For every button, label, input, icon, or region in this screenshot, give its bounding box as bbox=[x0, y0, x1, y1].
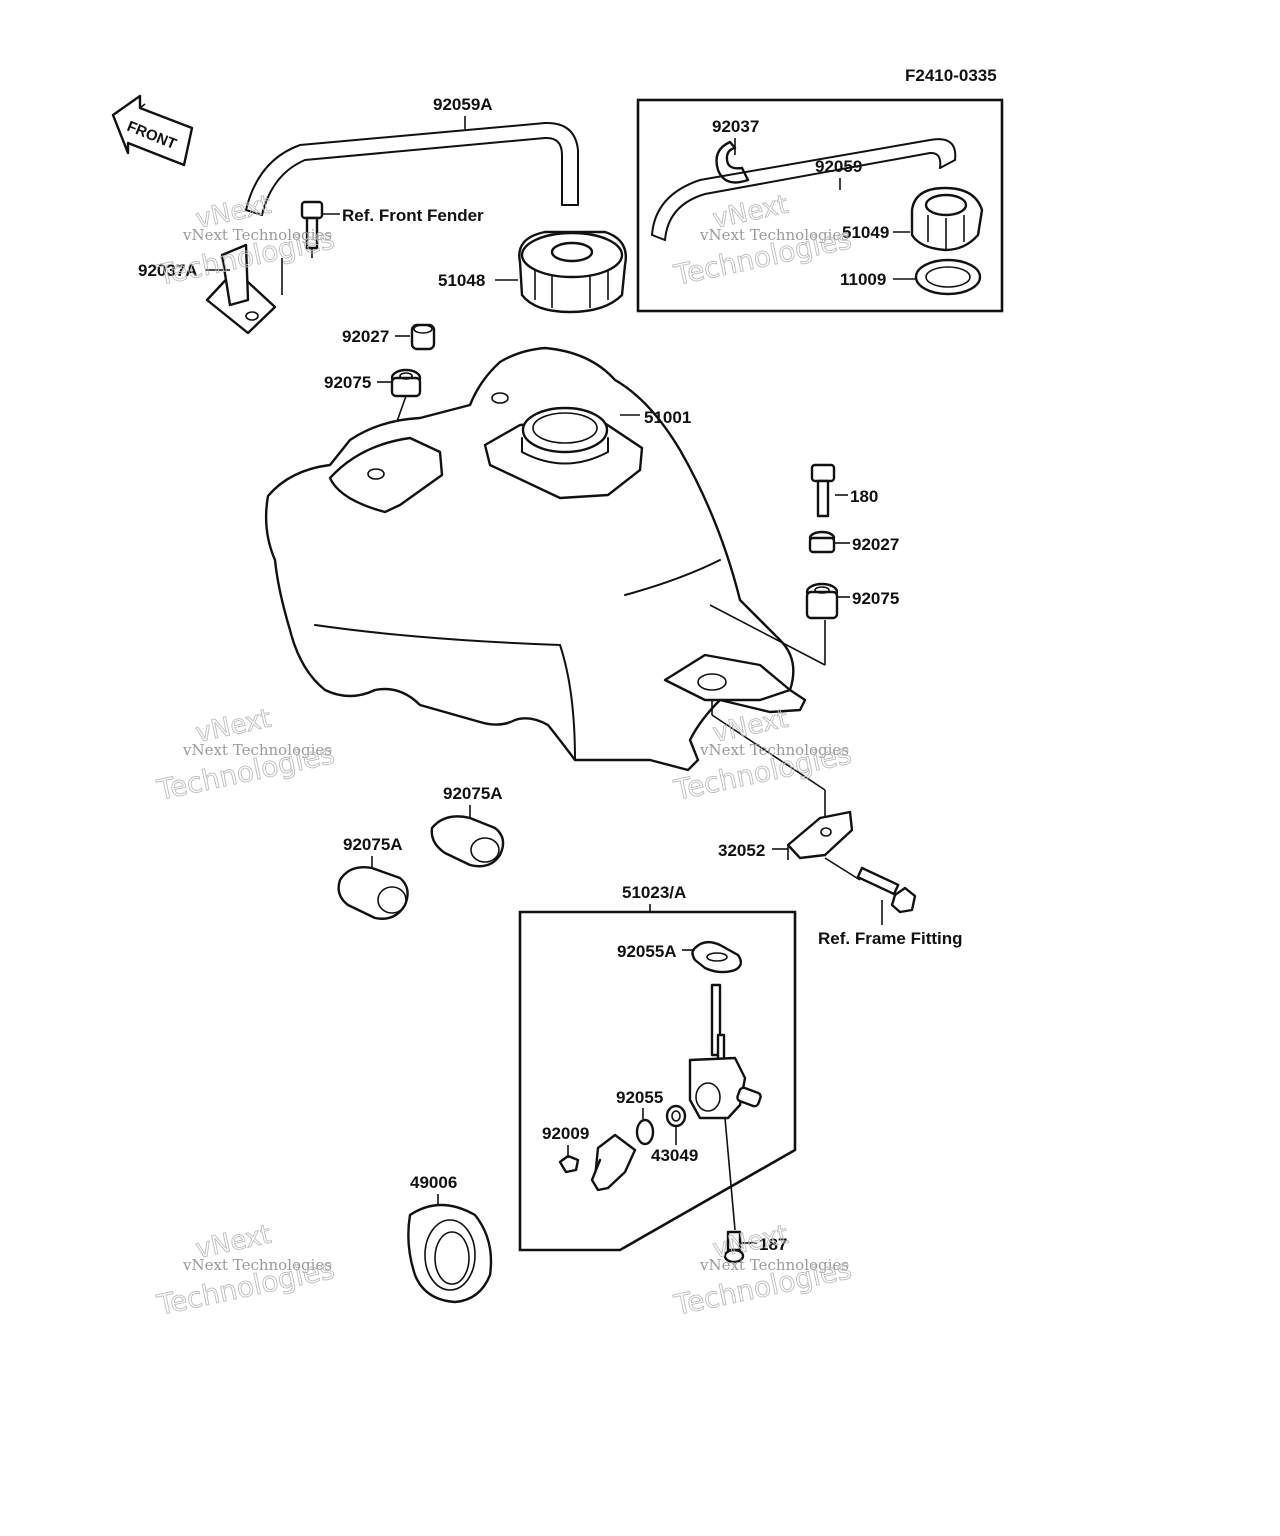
grommet-92075-right bbox=[805, 582, 839, 620]
gasket-11009 bbox=[914, 258, 982, 296]
grommet-49006 bbox=[407, 1203, 493, 1304]
svg-text:vNext Technologies: vNext Technologies bbox=[182, 1256, 332, 1274]
fuel-cap-51048 bbox=[518, 230, 627, 314]
collar-92027-right bbox=[808, 530, 836, 554]
bolt-180 bbox=[810, 463, 836, 518]
label-92075-top: 92075 bbox=[324, 373, 371, 392]
front-arrow-icon: FRONT bbox=[111, 94, 194, 167]
label-11009: 11009 bbox=[840, 270, 886, 289]
gasket-92055A bbox=[691, 940, 743, 974]
label-92075A-right: 92075A bbox=[443, 784, 503, 803]
watermark-mid-left: vNext Technologies vNext Technologies bbox=[153, 703, 338, 807]
svg-text:vNext Technologies: vNext Technologies bbox=[182, 741, 332, 759]
collar-92075A-right bbox=[430, 815, 505, 868]
label-92059A: 92059A bbox=[433, 95, 493, 114]
label-32052: 32052 bbox=[718, 841, 765, 860]
label-ref-frame-fitting: Ref. Frame Fitting bbox=[818, 929, 963, 948]
label-92055A: 92055A bbox=[617, 942, 677, 961]
inset-box-alternate-cap bbox=[636, 98, 1004, 313]
bracket-92037A bbox=[205, 200, 324, 335]
label-51023A: 51023/A bbox=[622, 883, 686, 902]
label-92075-right: 92075 bbox=[852, 589, 899, 608]
label-92027-right: 92027 bbox=[852, 535, 899, 554]
watermark-bottom-left: vNext Technologies vNext Technologies bbox=[153, 1219, 338, 1322]
screw-92009 bbox=[558, 1154, 580, 1174]
svg-text:vNext Technologies: vNext Technologies bbox=[182, 226, 332, 244]
fuel-valve-body bbox=[688, 983, 762, 1231]
watermark-top-right: vNext Technologies vNext Technologies bbox=[670, 189, 855, 292]
o-ring-43049 bbox=[665, 1104, 687, 1128]
svg-text:vNext Technologies: vNext Technologies bbox=[699, 741, 849, 759]
breather-hose-92059 bbox=[651, 138, 957, 241]
label-92075A-left: 92075A bbox=[343, 835, 403, 854]
fuel-tank-51001 bbox=[264, 346, 826, 818]
watermark-bottom-right: vNext Technologies vNext Technologies bbox=[670, 1219, 855, 1322]
label-187: 187 bbox=[759, 1235, 787, 1254]
label-43049: 43049 bbox=[651, 1146, 698, 1165]
label-ref-front-fender: Ref. Front Fender bbox=[342, 206, 484, 225]
screw-187 bbox=[723, 1230, 745, 1264]
label-51001: 51001 bbox=[644, 408, 691, 427]
label-92055: 92055 bbox=[616, 1088, 663, 1107]
breather-hose-92059A bbox=[245, 116, 579, 216]
label-180: 180 bbox=[850, 487, 878, 506]
bracket-32052 bbox=[786, 810, 854, 860]
svg-text:vNext Technologies: vNext Technologies bbox=[699, 1256, 849, 1274]
collar-92027-top bbox=[410, 323, 436, 351]
bolt-frame-fitting bbox=[824, 857, 917, 925]
label-92009: 92009 bbox=[542, 1124, 589, 1143]
label-92037: 92037 bbox=[712, 117, 759, 136]
lever-plate bbox=[590, 1133, 637, 1192]
diagram-code: F2410-0335 bbox=[905, 66, 997, 85]
fuel-valve-assembly-box bbox=[518, 910, 797, 1252]
label-51049: 51049 bbox=[842, 223, 889, 242]
label-51048: 51048 bbox=[438, 271, 485, 290]
label-49006: 49006 bbox=[410, 1173, 457, 1192]
o-ring-92055 bbox=[635, 1118, 655, 1146]
fuel-cap-51049 bbox=[910, 186, 984, 252]
grommet-92075-top bbox=[390, 368, 422, 398]
label-92037A: 92037A bbox=[138, 261, 198, 280]
svg-text:vNext Technologies: vNext Technologies bbox=[699, 226, 849, 244]
label-92027-top: 92027 bbox=[342, 327, 389, 346]
collar-92075A-left bbox=[337, 866, 409, 920]
label-92059: 92059 bbox=[815, 157, 862, 176]
